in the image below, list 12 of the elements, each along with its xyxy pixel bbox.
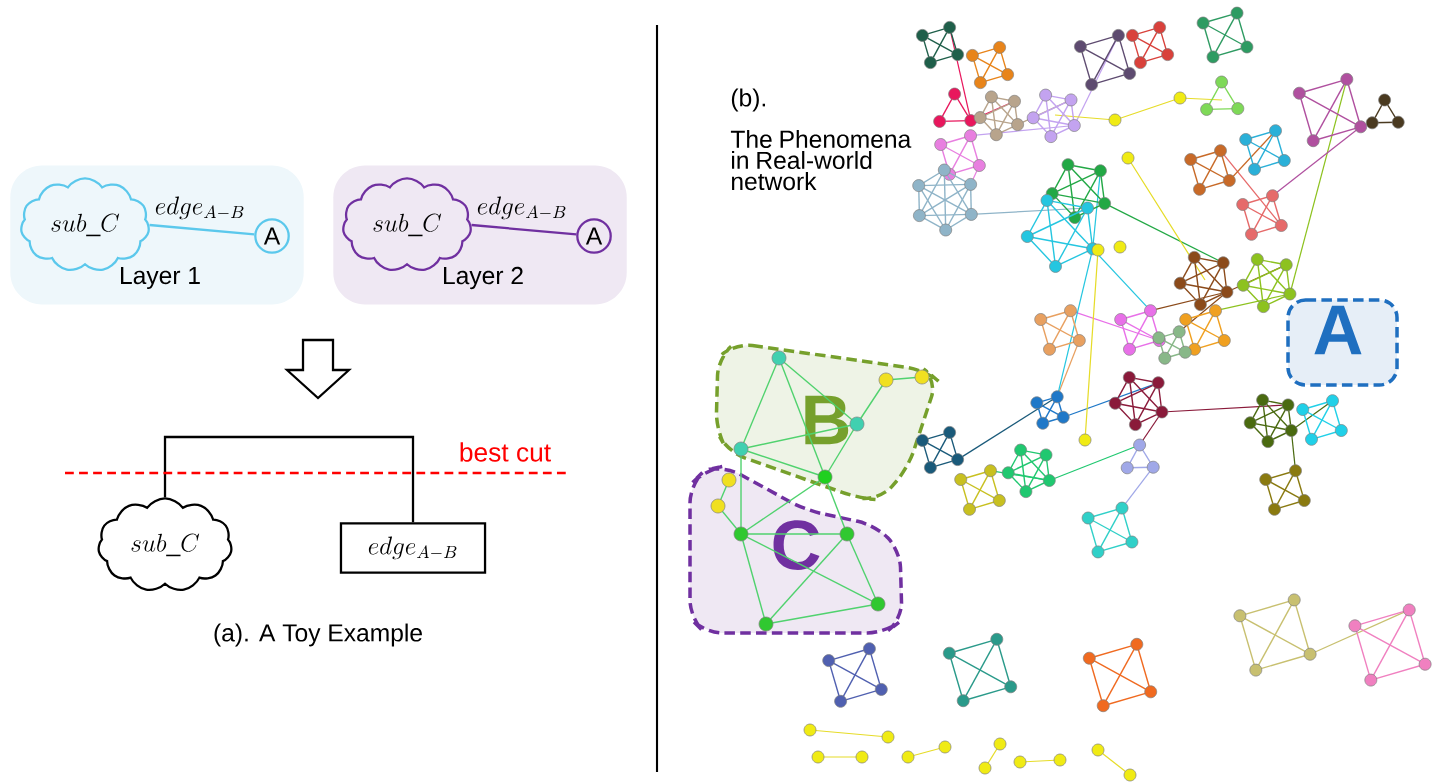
best-cut-label: best cut (460, 442, 551, 462)
leaf-box: $edge_{A-B}$ (339, 522, 487, 574)
caption: (b). (731, 88, 765, 112)
dendrogram-link (163, 435, 415, 523)
connector-line (471, 223, 577, 236)
caption: (a). A Toy Example (214, 623, 422, 647)
edge-label: $edge_{A-B}$ (155, 196, 244, 220)
highlight-region: C (688, 464, 904, 635)
connector-line (149, 223, 255, 236)
caption: The Phenomena in Real-world network (730, 129, 912, 191)
edge-label: $edge_{A-B}$ (477, 196, 566, 220)
highlight-region: A (1286, 298, 1399, 387)
